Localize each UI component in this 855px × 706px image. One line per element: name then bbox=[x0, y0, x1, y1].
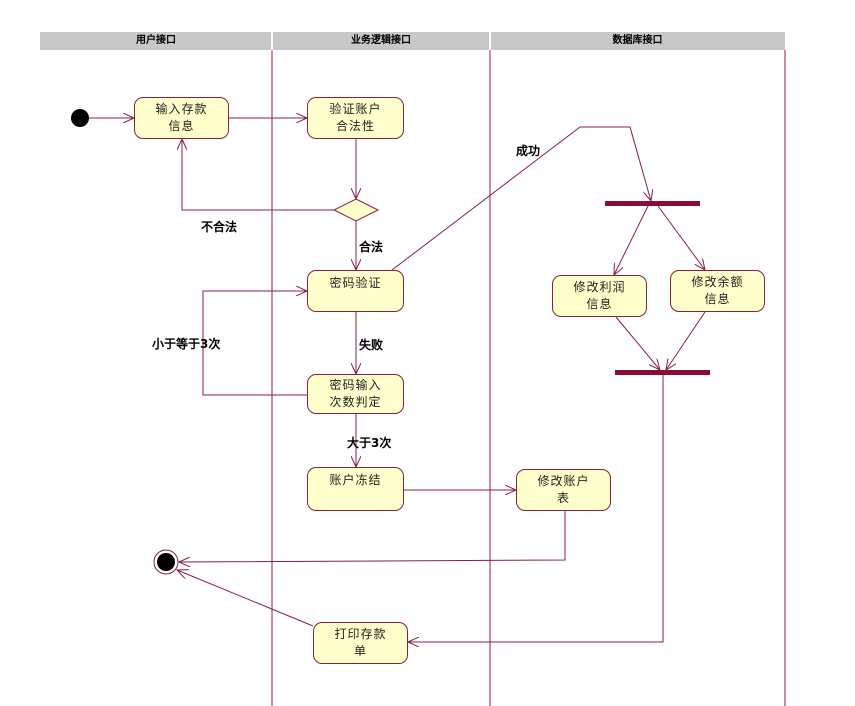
node-label: 密码输入 bbox=[329, 378, 382, 392]
lane-title-user: 用户接口 bbox=[136, 35, 176, 46]
node-print-receipt: 打印存款 单 bbox=[313, 622, 408, 664]
node-label: 验证账户 bbox=[329, 102, 382, 116]
edge-label-fail: 失败 bbox=[359, 338, 384, 352]
edge-fork-profit bbox=[614, 205, 649, 275]
node-modify-account-table: 修改账户 表 bbox=[516, 469, 611, 511]
node-label: 信息 bbox=[704, 292, 731, 306]
edge-label-illegal: 不合法 bbox=[201, 220, 238, 234]
node-label: 修改余额 bbox=[691, 275, 744, 289]
node-label: 修改账户 bbox=[537, 474, 590, 488]
node-input-deposit: 输入存款 信息 bbox=[134, 97, 229, 139]
node-label: 账户冻结 bbox=[329, 473, 382, 487]
node-password-verify: 密码验证 bbox=[307, 270, 404, 312]
edge-password-fork bbox=[391, 126, 651, 271]
node-password-count: 密码输入 次数判定 bbox=[307, 374, 404, 414]
node-label: 表 bbox=[556, 491, 570, 505]
fork-bar bbox=[605, 201, 700, 206]
node-modify-profit: 修改利润 信息 bbox=[552, 275, 647, 317]
node-label: 信息 bbox=[586, 297, 613, 311]
decision-node bbox=[332, 198, 380, 222]
edge-print-final bbox=[177, 570, 314, 627]
edge-fork-balance bbox=[657, 205, 705, 270]
edge-table-final bbox=[179, 511, 566, 562]
lane-title-business: 业务逻辑接口 bbox=[351, 35, 411, 46]
initial-node bbox=[71, 109, 89, 127]
node-label: 次数判定 bbox=[329, 395, 382, 409]
edge-label-legal: 合法 bbox=[359, 240, 384, 254]
final-node bbox=[157, 553, 175, 571]
node-label: 合法性 bbox=[335, 119, 375, 133]
edge-decision-input bbox=[182, 139, 334, 211]
edge-balance-join bbox=[666, 311, 706, 370]
edge-label-success: 成功 bbox=[516, 144, 541, 158]
edge-join-print bbox=[408, 375, 664, 642]
node-label: 打印存款 bbox=[334, 627, 387, 641]
node-verify-account: 验证账户 合法性 bbox=[307, 97, 404, 139]
node-label: 修改利润 bbox=[573, 280, 626, 294]
lane-title-database: 数据库接口 bbox=[612, 35, 663, 46]
node-freeze-account: 账户冻结 bbox=[307, 467, 404, 511]
node-label: 密码验证 bbox=[329, 276, 382, 290]
edge-label-le3: 小于等于3次 bbox=[152, 337, 221, 351]
node-label: 信息 bbox=[168, 119, 195, 133]
edge-profit-join bbox=[615, 316, 660, 370]
node-label: 单 bbox=[353, 644, 367, 658]
edge-count-password bbox=[202, 291, 308, 396]
node-modify-balance: 修改余额 信息 bbox=[670, 270, 765, 312]
lane-header-bar bbox=[40, 32, 785, 50]
edge-label-gt3: 大于3次 bbox=[347, 436, 392, 450]
join-bar bbox=[615, 370, 710, 375]
node-label: 输入存款 bbox=[155, 102, 208, 116]
